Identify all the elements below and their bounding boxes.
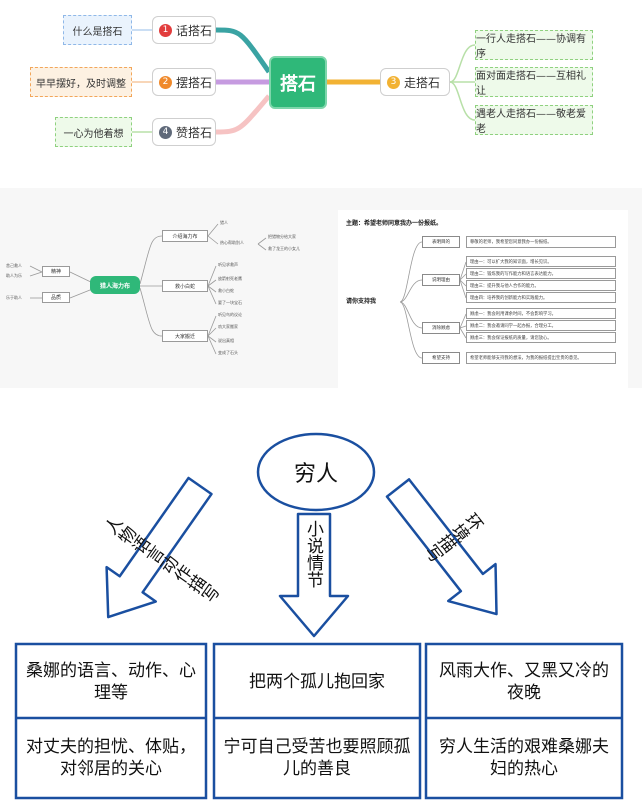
sub-item: 劝大家搬家 — [218, 324, 238, 329]
detail-line: 顾虑二：我会邀请同学一起办报，合理分工。 — [466, 320, 616, 331]
detail-line: 顾虑一：我会利用课余时间，不会影响学习。 — [466, 308, 616, 319]
branch-label: 摆搭石 — [176, 75, 213, 90]
branch-label: 话搭石 — [176, 23, 213, 38]
right-map-connectors — [399, 241, 467, 359]
right-map-root: 请你支持我 — [346, 298, 377, 305]
number-badge: 3 — [387, 75, 400, 89]
cell-top-plot: 把两个孤儿抱回家 — [249, 672, 385, 692]
sub-item: 听见鸟的议论 — [218, 312, 242, 317]
cell-top-character: 桑娜的语言、动作、心理等 — [26, 661, 196, 703]
branch-intro: 介绍海力布 — [162, 230, 208, 242]
leaf-think-for-others: 一心为他着想 — [55, 117, 132, 147]
branch-zou: 3 走搭石 — [380, 68, 450, 96]
branch-label: 赞搭石 — [176, 125, 213, 140]
sub-item: 变成了石头 — [218, 350, 238, 355]
left-leaf: 乐于助人 — [6, 295, 22, 300]
cell-top-environment: 风雨大作、又黑又冷的夜晚 — [439, 661, 609, 703]
branch-label: 走搭石 — [404, 75, 441, 90]
section-concerns: 消除顾虑 — [422, 322, 460, 334]
number-badge: 2 — [159, 75, 172, 89]
sub-item: 把猎物分给大家 — [268, 234, 296, 239]
mindmap-connectors — [132, 27, 476, 135]
leaf-group-walk: 一行人走搭石——协调有序 — [475, 30, 593, 60]
detail-line: 理由四：培养我的创新能力和实践能力。 — [466, 292, 616, 303]
detail-line: 希望老师能够支持我的想法，为我的报纸提出宝贵的意见。 — [466, 352, 616, 364]
sub-item: 说出真相 — [218, 338, 234, 343]
sub-item: 救小白蛇 — [218, 288, 234, 293]
left-node-quality: 品质 — [42, 292, 70, 303]
section-reasons: 说明理由 — [422, 274, 460, 286]
branch-bai: 2 摆搭石 — [152, 68, 216, 96]
leaf-face-to-face: 面对面走搭石——互相礼让 — [475, 67, 593, 97]
sub-item: 热心帮助别人 — [220, 240, 244, 245]
cell-bottom-character: 对丈夫的担忧、体贴，对邻居的关心 — [26, 737, 196, 779]
leaf-place-early: 早早摆好，及时调整 — [30, 67, 132, 97]
left-leaf: 助人为乐 — [6, 273, 22, 278]
sub-item: 猎人 — [220, 220, 228, 225]
secondary-maps-panel: 猎人海力布 精神 品质 舍己救人 助人为乐 乐于助人 介绍海力布 救小白蛇 大家… — [0, 188, 642, 388]
leaf-elderly-walk: 遇老人走搭石——敬老爱老 — [475, 105, 593, 135]
branch-save-snake: 救小白蛇 — [162, 280, 208, 292]
number-badge: 1 — [159, 23, 172, 37]
detail-line: 顾虑三：我会保证报纸的质量，请您放心。 — [466, 332, 616, 343]
section-purpose: 表明目的 — [422, 236, 460, 248]
cell-bottom-plot: 宁可自己受苦也要照顾孤儿的善良 — [223, 737, 411, 779]
branch-hua: 1 话搭石 — [152, 16, 216, 44]
arrow-label-plot: 小说情节 — [303, 520, 323, 588]
sub-item: 听见求救声 — [218, 262, 238, 267]
branch-move: 大家搬迁 — [162, 330, 208, 342]
mindmap-panel: 搭石 1 话搭石 2 摆搭石 4 赞搭石 3 走搭石 什么是搭石 早早摆好，及时… — [0, 0, 642, 170]
detail-line: 理由二：锻炼我的写作能力和语言表达能力。 — [466, 268, 616, 279]
number-badge: 4 — [159, 125, 172, 139]
detail-line: 理由三：提升我与他人合作的能力。 — [466, 280, 616, 291]
left-node-spirit: 精神 — [42, 266, 70, 277]
detail-line: 尊敬的老师，我希望您同意我办一份报纸。 — [466, 236, 616, 248]
sub-item: 放箭射死老鹰 — [218, 276, 242, 281]
mindmap-center: 搭石 — [269, 56, 327, 109]
story-diagram-panel: 穷人 人物语言动作描写 小说情节 环境描写 桑娜的语言、动作、心理等 对丈夫的担… — [0, 408, 642, 800]
left-leaf: 舍己救人 — [6, 263, 22, 268]
cell-bottom-environment: 穷人生活的艰难桑娜夫妇的热心 — [439, 737, 609, 779]
leaf-what-is-dashi: 什么是搭石 — [63, 15, 132, 45]
section-support: 希望支持 — [422, 352, 460, 364]
right-map-topic: 主题：希望老师同意我办一份报纸。 — [346, 220, 443, 227]
story-title: 穷人 — [293, 462, 338, 487]
sub-item: 要了一块宝石 — [218, 300, 242, 305]
detail-line: 理由一：可以扩大我的知识面，增长见识。 — [466, 256, 616, 267]
sub-item: 救了龙王的小女儿 — [268, 246, 300, 251]
branch-zan: 4 赞搭石 — [152, 118, 216, 146]
story-shapes — [14, 432, 624, 800]
left-map-center: 猎人海力布 — [90, 276, 140, 294]
